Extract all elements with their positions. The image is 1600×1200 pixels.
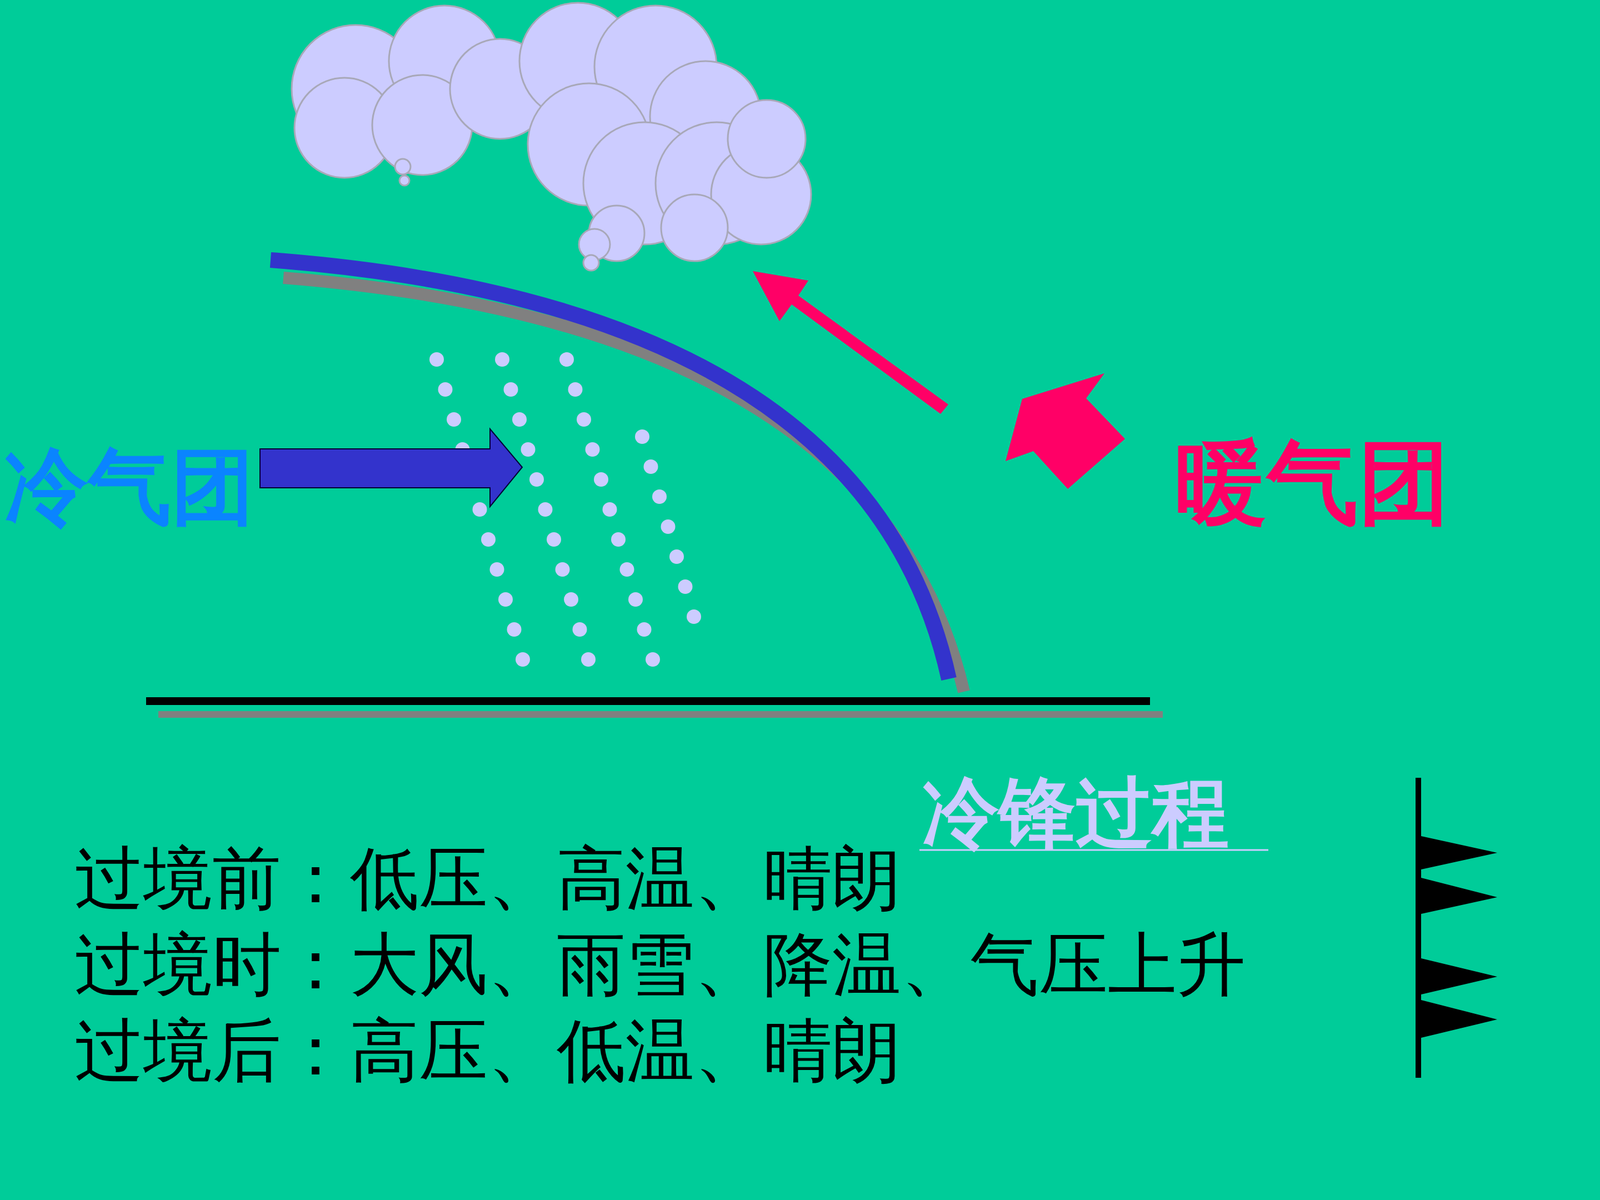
rain-drop — [652, 489, 667, 504]
rain-drop — [576, 412, 592, 427]
rain-drop — [503, 382, 519, 397]
weather-note: 过境时：大风、雨雪、降温、气压上升 — [74, 925, 1246, 1005]
rain-drop — [628, 592, 643, 607]
rain-drop — [637, 622, 652, 637]
rain — [429, 352, 702, 667]
rain-drop — [635, 429, 650, 444]
rain-drop — [512, 412, 527, 427]
rain-drop — [568, 382, 583, 397]
rain-drop — [661, 519, 676, 534]
cold-air-arrow — [260, 428, 523, 507]
rain-drop — [686, 609, 702, 624]
ground-line — [146, 697, 1150, 705]
weather-note: 过境前：低压、高温、晴朗 — [74, 838, 902, 919]
rain-drop — [645, 652, 660, 667]
rain-drop — [669, 549, 684, 564]
cloud — [291, 2, 812, 271]
rain-drop — [643, 459, 659, 474]
rain-drop — [559, 352, 574, 367]
rain-drop — [446, 412, 462, 427]
rain-drop — [507, 622, 522, 637]
rain-drop — [602, 502, 618, 517]
rain-drop — [529, 472, 544, 487]
rain-drop — [429, 352, 444, 367]
rain-drop — [620, 562, 635, 577]
rain-drop — [521, 442, 536, 457]
rain-drop — [593, 472, 609, 487]
cold-front-symbol — [1418, 777, 1498, 1078]
rain-drop — [563, 592, 579, 607]
weather-note: 过境后：高压、低温、晴朗 — [74, 1011, 902, 1091]
diagram-title: 冷锋过程 — [922, 769, 1229, 858]
warm-air-arrow — [1005, 373, 1125, 489]
rain-drop — [490, 562, 505, 577]
rain-drop — [515, 652, 530, 667]
rain-drop — [438, 382, 453, 397]
rain-drop — [555, 562, 570, 577]
warm-air-lift-arrow — [752, 271, 949, 414]
rain-drop — [481, 532, 496, 547]
rain-drop — [538, 502, 553, 517]
rain-drop — [498, 592, 513, 607]
rain-drop — [472, 502, 488, 517]
rain-drop — [581, 652, 596, 667]
ground-shadow — [158, 711, 1163, 718]
rain-drop — [495, 352, 510, 367]
air-mass-label: 暖气团 — [1175, 430, 1450, 537]
rain-drop — [611, 532, 626, 547]
rain-drop — [678, 579, 693, 594]
rain-drop — [572, 622, 588, 637]
air-mass-label: 冷气团 — [4, 438, 255, 535]
rain-drop — [546, 532, 562, 547]
rain-drop — [585, 442, 600, 457]
